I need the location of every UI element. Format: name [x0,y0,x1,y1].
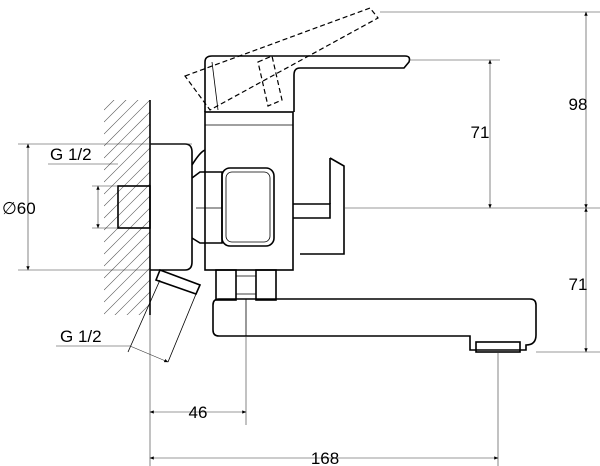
dim-98-label: 98 [569,95,588,114]
outlet-couplings [215,269,277,301]
lever-handle [204,55,411,112]
faucet-body [204,111,294,271]
thread-label-top: G 1/2 [50,145,92,164]
dimension-diameter-60: ∅60 [2,143,192,271]
inlet-pipe [117,185,151,229]
diverter-knob [293,157,345,255]
angled-connector [127,268,202,363]
thread-label-top-group: G 1/2 [48,145,118,229]
dim-71-top-label: 71 [471,123,490,142]
dimension-98: 98 [344,11,600,209]
dim-46-label: 46 [189,403,208,422]
dimension-168: 168 [149,352,499,466]
lever-handle-alt-position [184,7,379,111]
eccentric-connector [191,149,223,244]
dimension-46: 46 [149,315,247,466]
dim-71-bottom-label: 71 [569,275,588,294]
thread-label-bottom-group: G 1/2 [56,327,169,363]
dimension-71-bottom: 71 [536,207,600,353]
dimension-71-top: 71 [409,59,500,209]
thread-label-bottom: G 1/2 [60,327,102,346]
wall-flange [150,143,193,271]
dim-60-label: ∅60 [2,199,36,218]
spout [212,298,537,353]
dim-168-label: 168 [311,449,339,466]
